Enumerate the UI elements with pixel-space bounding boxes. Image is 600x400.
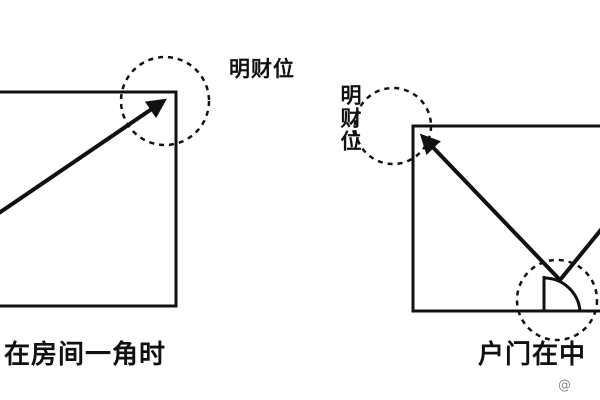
right-door-circle (515, 258, 599, 342)
watermark: @ (558, 378, 571, 393)
right-diagram (353, 86, 600, 342)
left-direction-arrow (0, 98, 167, 215)
right-second-line (558, 227, 600, 282)
right-direction-arrow (419, 133, 562, 282)
left-room-outline (0, 90, 178, 308)
door-swing-arc (543, 276, 582, 312)
left-wealth-circle (119, 55, 211, 147)
left-wealth-label: 明财位 (229, 56, 295, 81)
right-caption: 户门在中 (478, 340, 587, 370)
right-wealth-label: 明财位 (338, 84, 363, 153)
right-room-outline (411, 124, 600, 313)
left-diagram (0, 55, 211, 308)
left-caption: 在房间一角时 (4, 340, 167, 370)
right-wealth-circle (353, 86, 433, 166)
